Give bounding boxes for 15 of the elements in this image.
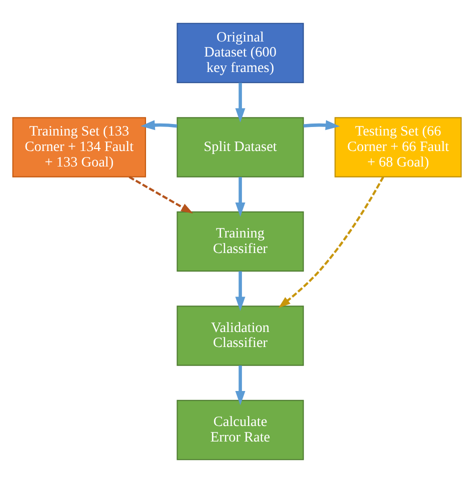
arrow (235, 364, 246, 405)
arrow (235, 176, 246, 216)
arrow (128, 176, 194, 213)
arrow (303, 120, 340, 130)
arrow (235, 270, 246, 311)
node-box: Validation Classifier (176, 305, 304, 366)
node-box: Testing Set (66 Corner + 66 Fault + 68 Goal) (334, 116, 462, 177)
node-box: Training Set (133 Corner + 134 Fault + 133 Goal) (12, 116, 146, 177)
arrow (278, 176, 384, 308)
arrow (140, 120, 178, 130)
node-box: Original Dataset (600 key frames) (176, 22, 304, 83)
arrow (235, 82, 246, 122)
node-box: Split Dataset (176, 116, 304, 177)
node-box: Training Classifier (176, 210, 304, 272)
node-box: Calculate Error Rate (176, 399, 304, 460)
